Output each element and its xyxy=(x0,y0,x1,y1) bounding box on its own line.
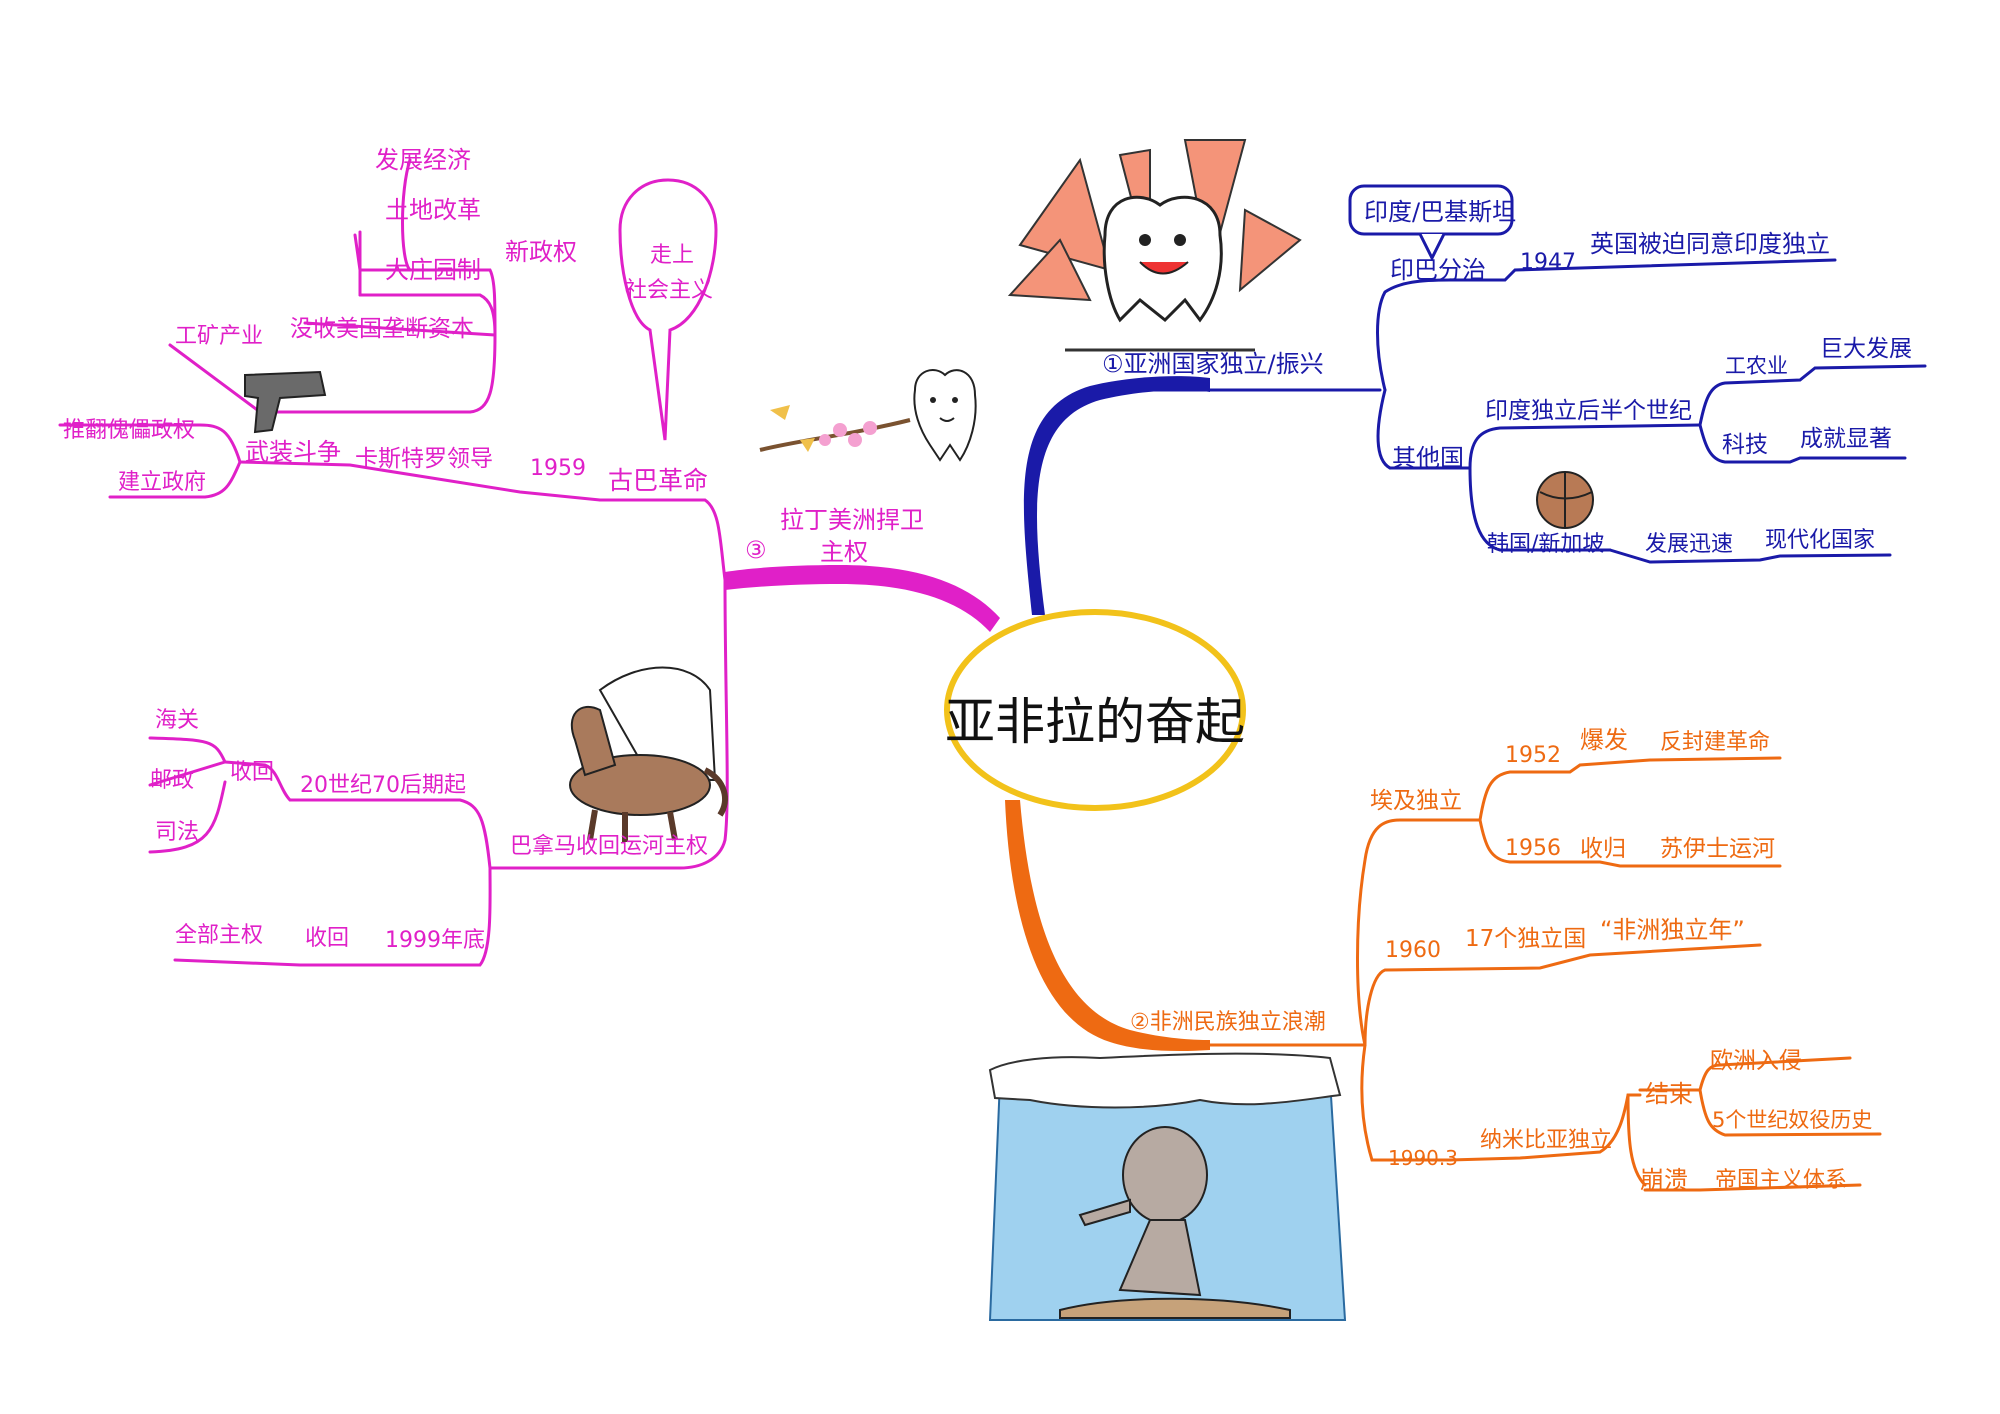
huge-dev-label: 巨大发展 xyxy=(1820,336,1912,362)
latin-branch-number: ③ xyxy=(745,536,767,564)
euro-invasion-label: 欧洲入侵 xyxy=(1710,1048,1802,1074)
anti-feudal-label: 反封建革命 xyxy=(1660,730,1771,755)
imperial-system-label: 帝国主义体系 xyxy=(1715,1168,1848,1193)
year-1947: 1947 xyxy=(1520,250,1576,275)
socialism-bubble xyxy=(618,178,718,441)
confiscate-label: 没收美国垄断资本 xyxy=(290,316,474,342)
reclaim-label: 收回 xyxy=(230,760,275,785)
latin-branch-label-line1: 拉丁美洲捍卫 xyxy=(780,506,924,534)
seventies-label: 20世纪70后期起 xyxy=(300,773,466,798)
tooth-thumbs-up-icon xyxy=(1007,139,1302,352)
panama-label: 巴拿马收回运河主权 xyxy=(510,834,709,859)
year-1952: 1952 xyxy=(1505,743,1561,768)
central-topic: 亚非拉的奋起 xyxy=(945,693,1245,751)
year-1956: 1956 xyxy=(1505,836,1561,861)
pistol-icon xyxy=(244,370,327,434)
africa-main-branch xyxy=(1005,800,1210,1052)
cuba-revolution-label: 古巴革命 xyxy=(608,466,709,495)
year-1990: 1990.3 xyxy=(1388,1146,1458,1170)
partition-label: 印巴分治 xyxy=(1390,256,1486,284)
dev-economy-label: 发展经济 xyxy=(375,146,471,174)
seventeen-label: 17个独立国 xyxy=(1465,926,1587,952)
suez-label: 苏伊士运河 xyxy=(1660,836,1775,862)
end-1999-label: 1999年底 xyxy=(385,928,485,953)
establish-govt-label: 建立政府 xyxy=(118,470,207,495)
latin-main-branch xyxy=(725,565,1000,632)
industry-label: 工矿产业 xyxy=(175,324,264,349)
outbreak-label: 爆发 xyxy=(1580,726,1628,754)
land-reform-label: 土地改革 xyxy=(385,196,481,224)
new-regime-label: 新政权 xyxy=(505,238,577,266)
end-label: 结束 xyxy=(1645,1080,1693,1108)
egypt-label: 埃及独立 xyxy=(1370,788,1462,814)
collapse-label: 崩溃 xyxy=(1640,1166,1688,1194)
latin-branch-label-line2: 主权 xyxy=(820,538,868,566)
asia-main-branch xyxy=(1023,376,1210,615)
five-centuries-label: 5个世纪奴役历史 xyxy=(1712,1108,1873,1132)
fast-dev-label: 发展迅速 xyxy=(1645,532,1734,557)
uk-forced-label: 英国被迫同意印度独立 xyxy=(1590,230,1830,258)
judicial-label: 司法 xyxy=(155,820,200,845)
africa-lines xyxy=(1208,756,1882,1192)
industry-agri-label: 工农业 xyxy=(1725,354,1788,378)
india-pakistan-label: 印度/巴基斯坦 xyxy=(1364,198,1517,226)
estate-label: 大庄园制 xyxy=(385,256,481,284)
socialism-label-line2: 社会主义 xyxy=(625,278,714,303)
overthrow-label: 推翻傀儡政权 xyxy=(63,418,196,443)
africa-year-label: “非洲独立年” xyxy=(1600,916,1745,944)
full-sovereignty-label: 全部主权 xyxy=(175,923,264,948)
namibia-label: 纳米比亚独立 xyxy=(1480,1128,1613,1153)
tech-label: 科技 xyxy=(1722,432,1768,458)
armed-struggle-label: 武装斗争 xyxy=(245,438,341,466)
korea-singapore-label: 韩国/新加坡 xyxy=(1487,532,1605,557)
basketball-icon xyxy=(1536,471,1594,529)
wave-figure-icon xyxy=(988,1052,1347,1321)
other-countries-label: 其他国 xyxy=(1392,444,1464,472)
asia-branch-label: ①亚洲国家独立/振兴 xyxy=(1102,350,1324,378)
center-ring xyxy=(944,609,1246,811)
achievements-label: 成就显著 xyxy=(1800,426,1892,452)
year-1959: 1959 xyxy=(530,456,586,481)
year-1960: 1960 xyxy=(1385,938,1441,963)
asia-lines xyxy=(1093,258,1927,564)
castro-label: 卡斯特罗领导 xyxy=(355,446,493,472)
socialism-label-line1: 走上 xyxy=(650,243,695,268)
modern-country-label: 现代化国家 xyxy=(1765,528,1876,553)
latin-lines xyxy=(58,158,729,967)
hand-holding-horse-icon xyxy=(569,666,728,842)
africa-branch-label: ②非洲民族独立浪潮 xyxy=(1130,1010,1326,1035)
tooth-with-branch-icon xyxy=(759,369,977,462)
customs-label: 海关 xyxy=(155,708,200,733)
india-half-century-label: 印度独立后半个世纪 xyxy=(1485,398,1692,424)
reclaim2-label: 收回 xyxy=(305,926,350,951)
postal-label: 邮政 xyxy=(150,768,195,793)
reclaim-label: 收归 xyxy=(1580,836,1626,862)
